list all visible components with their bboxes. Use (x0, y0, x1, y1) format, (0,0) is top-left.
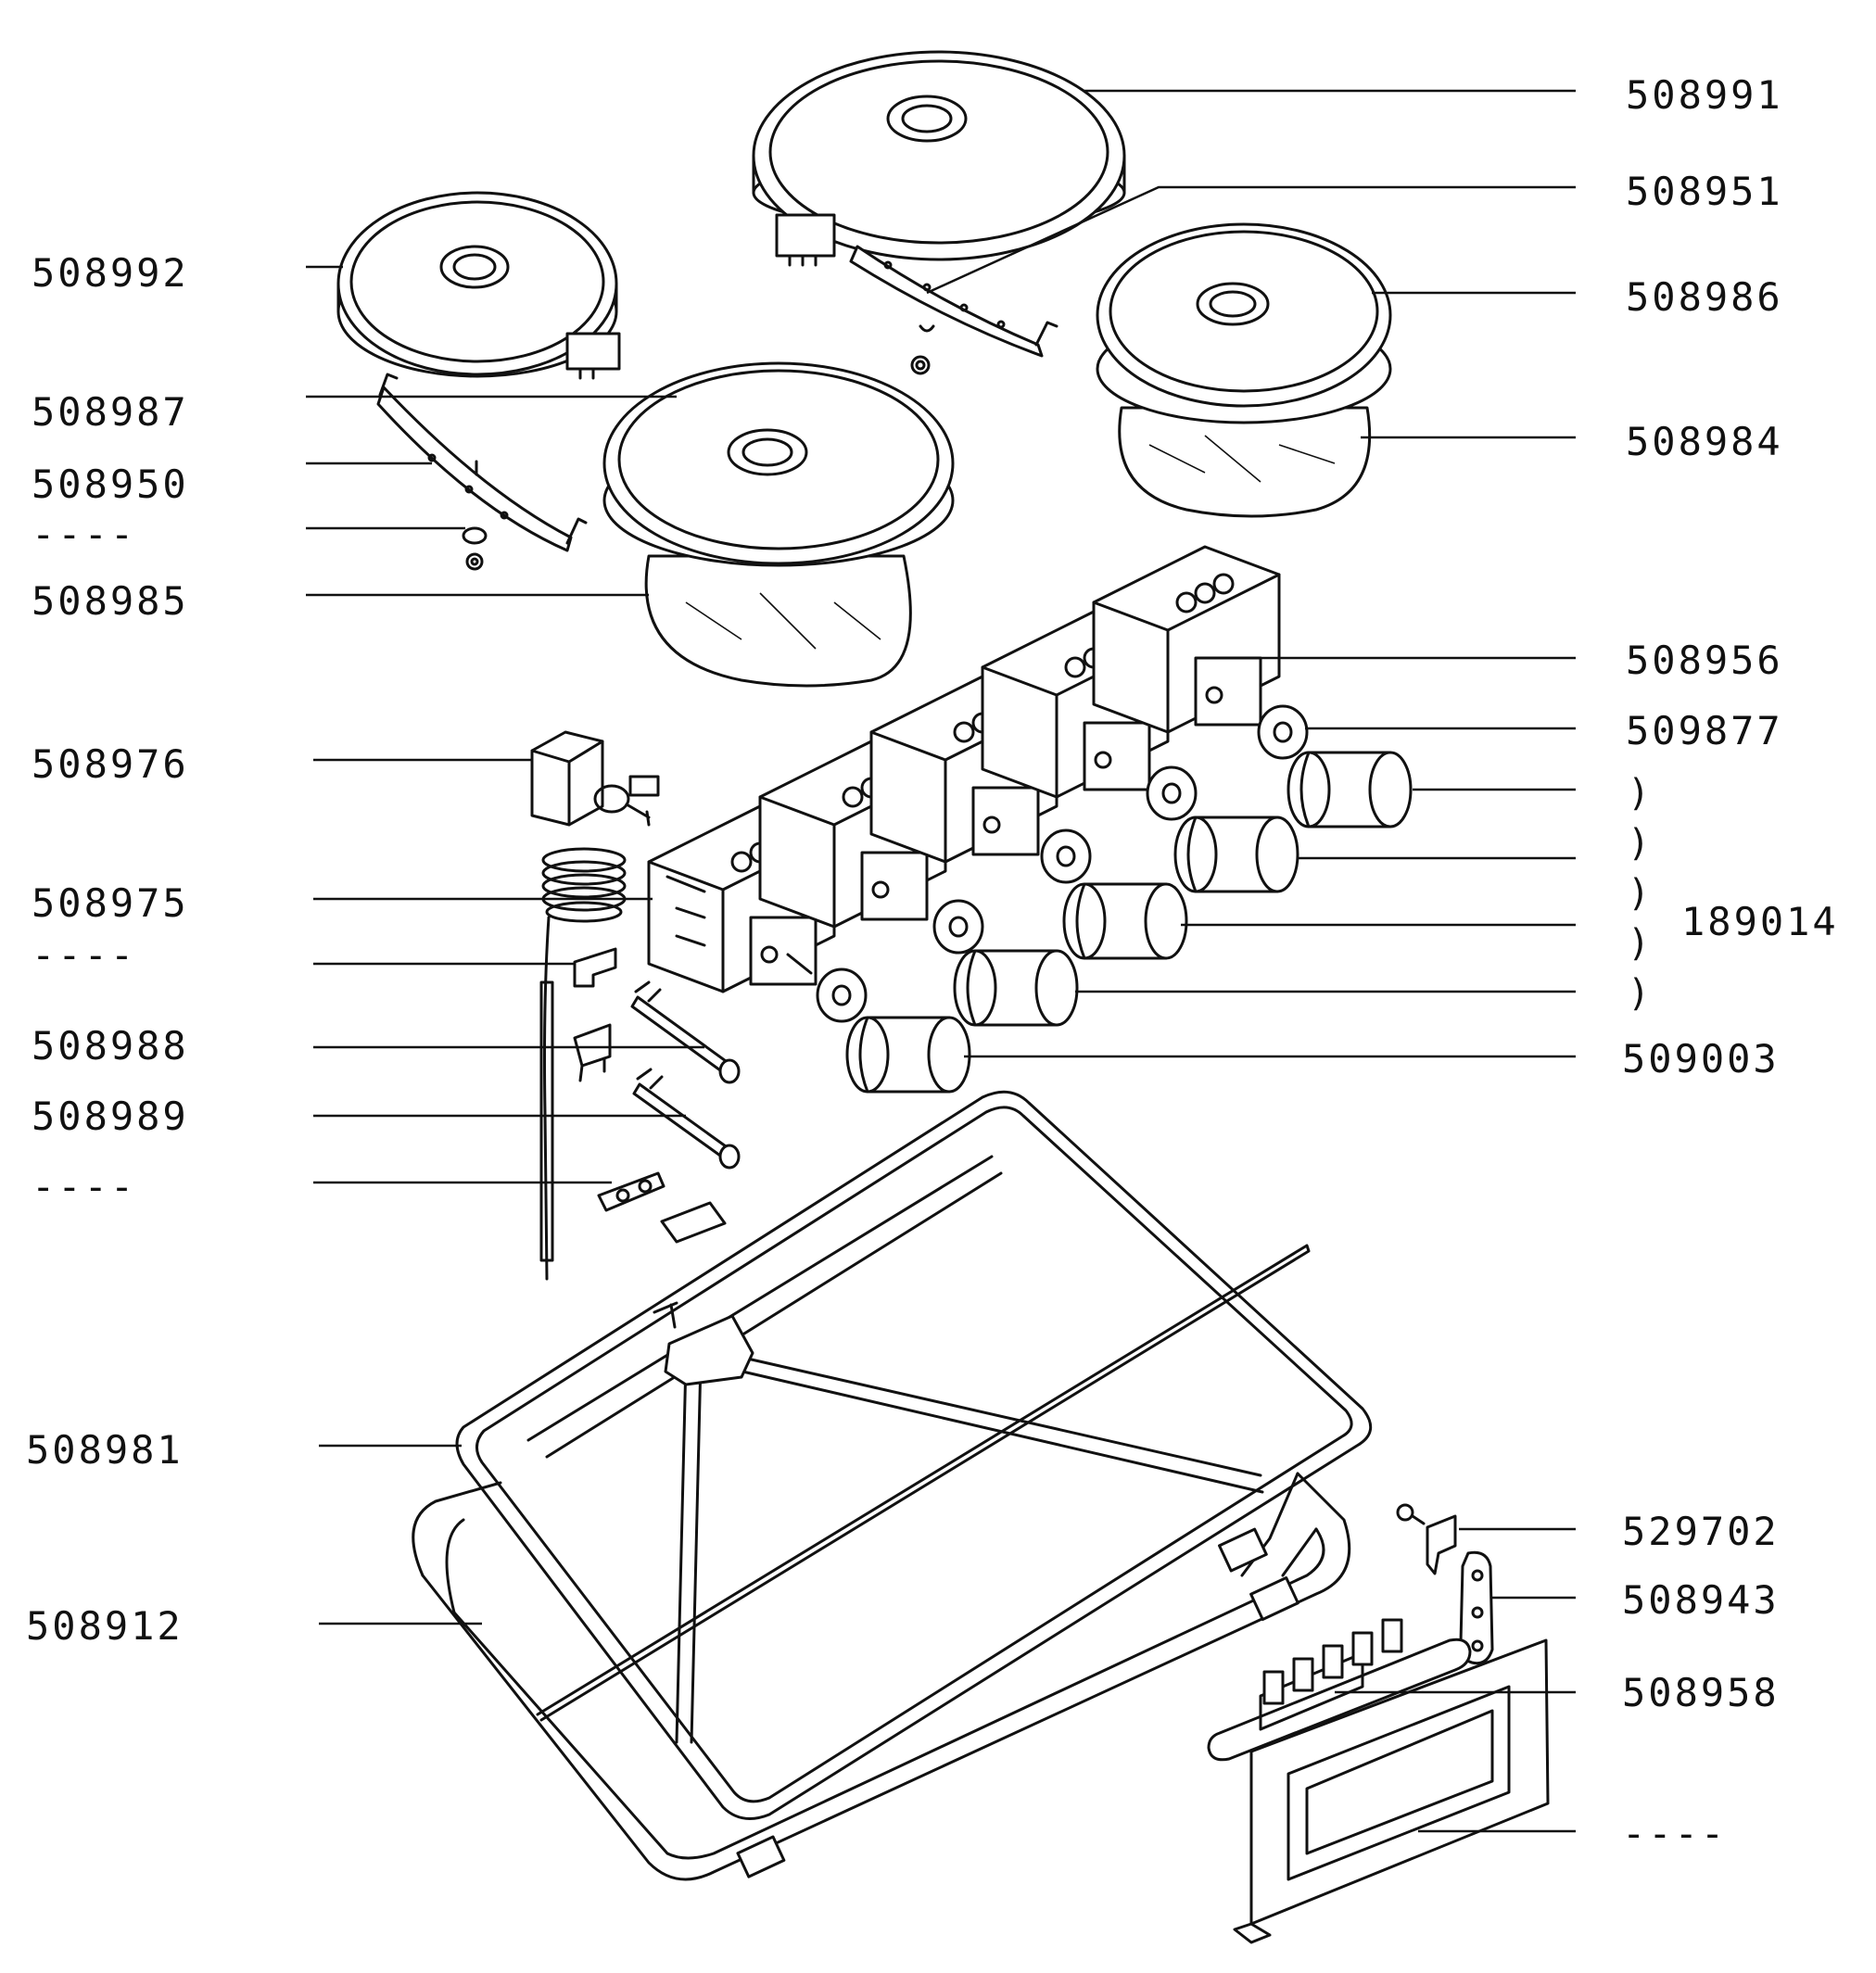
label-508950: 508950 (32, 462, 189, 507)
bracket-top (849, 245, 1058, 375)
label-508912: 508912 (26, 1603, 184, 1649)
label-529702: 529702 (1622, 1509, 1780, 1554)
label-508991: 508991 (1626, 72, 1783, 118)
label-508988: 508988 (32, 1023, 189, 1069)
bracket-4: ) (1628, 922, 1651, 965)
label-508989: 508989 (32, 1094, 189, 1139)
switch-blocks (647, 545, 1281, 993)
label-508956: 508956 (1626, 638, 1783, 683)
label-dash-3: ---- (32, 1164, 137, 1209)
hotplate-large-top (752, 50, 1126, 267)
label-508951: 508951 (1626, 169, 1783, 214)
label-509003: 509003 (1622, 1036, 1780, 1081)
label-508943: 508943 (1622, 1577, 1780, 1623)
label-508992: 508992 (32, 250, 189, 296)
label-508985: 508985 (32, 578, 189, 624)
knobs (845, 751, 1413, 1094)
label-508975: 508975 (32, 880, 189, 926)
label-dash-1: ---- (32, 512, 137, 557)
leader-lines (306, 89, 1576, 1833)
label-189014: 189014 (1681, 899, 1839, 944)
terminal-assembly (1207, 1503, 1550, 1944)
bracket-left (376, 373, 588, 571)
label-dash-4: ---- (1622, 1811, 1728, 1856)
label-dash-2: ---- (32, 932, 137, 978)
label-508986: 508986 (1626, 274, 1783, 320)
heating-elements (412, 1090, 1373, 1881)
bracket-5: ) (1628, 972, 1651, 1015)
bracket-1: ) (1628, 772, 1651, 815)
label-508958: 508958 (1622, 1670, 1780, 1715)
bracket-3: ) (1628, 872, 1651, 915)
bracket-2: ) (1628, 822, 1651, 865)
hotplate-small-left (336, 191, 621, 380)
label-509877: 509877 (1626, 708, 1783, 753)
hotplate-center (602, 361, 955, 688)
hotplate-right (1096, 222, 1392, 518)
washers (816, 704, 1309, 1023)
label-508987: 508987 (32, 389, 189, 435)
clips-and-sensors (573, 947, 741, 1244)
label-508984: 508984 (1626, 419, 1783, 464)
label-508976: 508976 (32, 741, 189, 787)
label-508981: 508981 (26, 1427, 184, 1473)
